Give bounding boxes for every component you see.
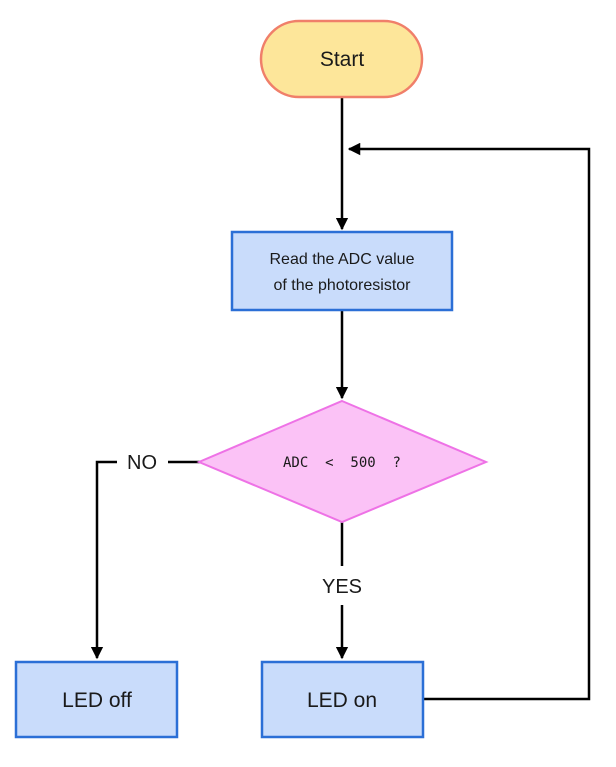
start-node: Start [259, 19, 424, 99]
edge-label-no: NO [127, 452, 157, 474]
read-adc-node-line2: of the photoresistor [274, 277, 412, 294]
led-off-node-shape [14, 660, 179, 739]
start-node-label: Start [320, 48, 365, 71]
led-on-node-label: LED on [307, 689, 377, 712]
led-off-node: LED off [14, 660, 179, 739]
edge-no-to-led-off [90, 460, 117, 660]
led-off-node-label: LED off [62, 689, 132, 712]
led-on-node: LED on [260, 660, 425, 739]
edge-label-yes: YES [322, 576, 362, 598]
edge-led-on-loop-back [347, 142, 591, 701]
read-adc-node: Read the ADC value of the photoresistor [230, 230, 454, 312]
read-adc-node-line1: Read the ADC value [270, 251, 415, 268]
read-adc-node-shape [230, 230, 454, 312]
decision-node-shape [196, 399, 489, 524]
decision-node-label: ADC < 500 ? [283, 455, 401, 471]
decision-node: ADC < 500 ? [196, 399, 489, 524]
led-on-node-shape [260, 660, 425, 739]
start-node-shape [259, 19, 424, 99]
